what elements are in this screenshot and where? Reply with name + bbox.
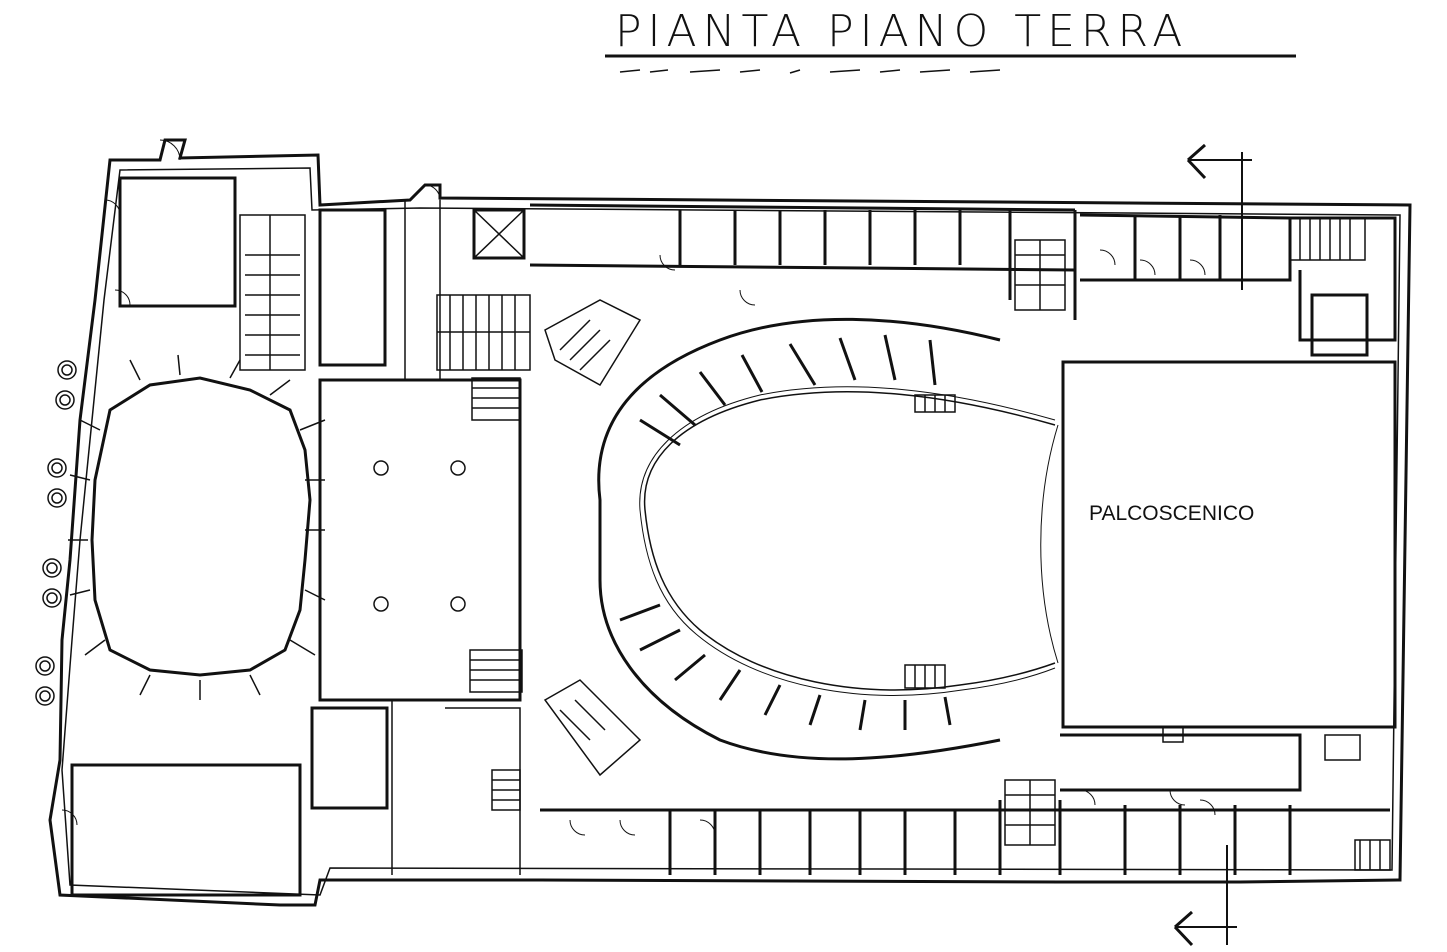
building-outline: [48, 138, 1412, 907]
stair-upper-right: [1289, 217, 1366, 261]
section-marker-upper: [1186, 143, 1252, 290]
stage-label: PALCOSCENICO: [1089, 502, 1255, 525]
scale-note-cropped: [619, 69, 1001, 74]
proscenium-arc: [1040, 424, 1059, 664]
room-lower-mid: [310, 706, 389, 810]
stair-hall-mid-lower: [469, 649, 523, 693]
room-upper-mid: [318, 208, 387, 367]
upper-right-room: [1310, 293, 1369, 357]
door-swings: [61, 139, 1216, 836]
stair-upper-corridor: [1014, 239, 1066, 311]
stair-lower-corridor: [1004, 779, 1056, 846]
stair-hall-upper: [436, 294, 531, 371]
hall-columns: [373, 460, 466, 612]
building-outline-inner: [61, 167, 1401, 896]
oval-foyer: [90, 376, 312, 677]
box-partitions: [619, 334, 952, 731]
upper-dressing-rooms: [529, 203, 1397, 342]
stair-upper-left: [239, 214, 306, 371]
lift-shaft: [472, 208, 526, 260]
auditorium-stalls: [643, 391, 1056, 691]
stair-lower-right: [1324, 734, 1391, 871]
central-hall: [318, 378, 522, 702]
lower-dressing-rooms: [540, 733, 1390, 875]
page-title: PIANTA PIANO TERRA: [615, 6, 1189, 57]
orchestra-stair-lower: [904, 664, 946, 689]
section-marker-lower: [1173, 845, 1237, 947]
stair-hall-lower: [491, 769, 521, 811]
entrance-columns: [35, 360, 77, 706]
stair-hall-mid-upper: [471, 377, 521, 421]
room-lower-left: [70, 763, 302, 897]
hall-side-rooms: [391, 200, 521, 875]
room-upper-left: [118, 176, 237, 308]
spiral-stair-lower: [543, 679, 642, 777]
spiral-stair-upper: [544, 299, 642, 387]
oval-foyer-niches: [68, 354, 326, 700]
stage-small-box: [1162, 726, 1184, 743]
lift-cross: [473, 209, 525, 259]
orchestra-stair-upper: [914, 394, 956, 413]
stage-area: [1061, 360, 1397, 729]
boxes-ring-outer: [597, 317, 1001, 761]
auditorium-stalls-inner: [639, 386, 1056, 696]
